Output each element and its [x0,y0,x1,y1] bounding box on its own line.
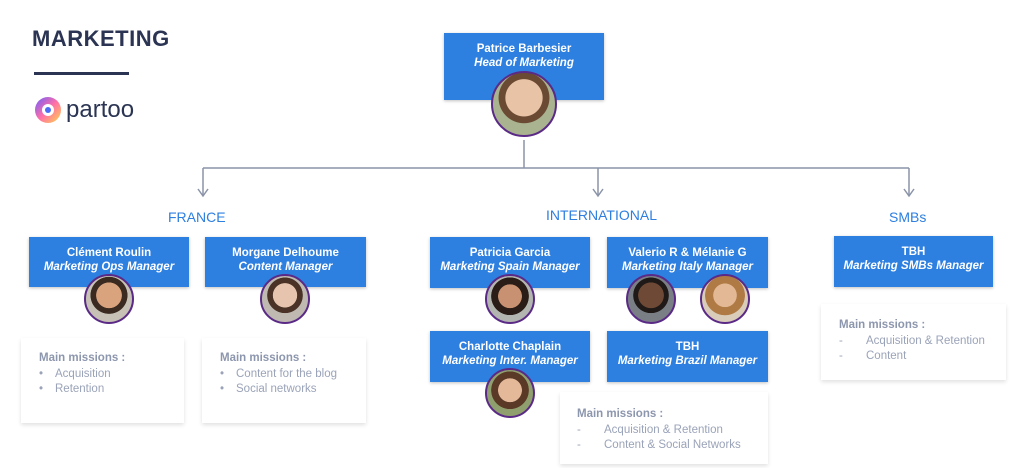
section-international: INTERNATIONAL [546,207,657,223]
missions-heading: Main missions : [839,319,926,331]
missions-heading: Main missions : [220,352,307,364]
card-name: Charlotte Chaplain [458,341,562,353]
title-underline [34,72,129,75]
avatar-valerio [626,274,676,324]
mission-item: -Content [839,350,907,362]
card-role: Marketing Italy Manager [621,261,753,273]
missions-france-content: Main missions : •Content for the blog •S… [202,338,366,423]
avatar-morgane [260,274,310,324]
missions-heading: Main missions : [577,408,664,420]
card-name: Clément Roulin [66,247,152,259]
mission-item: •Content for the blog [220,368,338,380]
partoo-logo-text: partoo [66,96,135,123]
mission-item: -Content & Social Networks [577,439,741,451]
section-france: FRANCE [168,209,226,225]
card-name: Morgane Delhoume [232,247,339,259]
card-role: Content Manager [238,261,333,273]
card-role: Marketing SMBs Manager [843,260,984,272]
head-name: Patrice Barbesier [476,43,572,55]
card-valerio: Valerio R & Mélanie G Marketing Italy Ma… [607,237,768,288]
mission-item: -Acquisition & Retention [839,335,985,347]
card-smb: TBH Marketing SMBs Manager [834,236,993,287]
avatar-charlotte [485,368,535,418]
card-role: Marketing Brazil Manager [617,355,758,367]
avatar-clement [84,274,134,324]
card-name: Patricia Garcia [469,247,551,259]
missions-smbs: Main missions : -Acquisition & Retention… [821,304,1006,380]
head-role: Head of Marketing [474,57,574,69]
missions-france-ops: Main missions : •Acquisition •Retention [21,338,184,423]
card-role: Marketing Spain Manager [440,261,580,273]
card-role: Marketing Inter. Manager [442,355,578,367]
card-name: TBH [675,341,700,353]
card-name: TBH [901,246,926,258]
section-smbs: SMBs [889,209,927,225]
mission-item: -Acquisition & Retention [577,424,723,436]
avatar-patricia [485,274,535,324]
mission-item: •Social networks [220,383,317,395]
head-avatar [491,71,557,137]
card-brazil: TBH Marketing Brazil Manager [607,331,768,382]
avatar-melanie [700,274,750,324]
mission-item: •Acquisition [39,368,111,380]
card-name: Valerio R & Mélanie G [628,247,747,259]
card-role: Marketing Ops Manager [43,261,175,273]
missions-heading: Main missions : [39,352,126,364]
page-title: MARKETING [32,26,170,51]
mission-item: •Retention [39,383,105,395]
partoo-logo-icon [35,97,61,123]
missions-international: Main missions : -Acquisition & Retention… [560,392,768,464]
card-morgane: Morgane Delhoume Content Manager [205,237,366,287]
